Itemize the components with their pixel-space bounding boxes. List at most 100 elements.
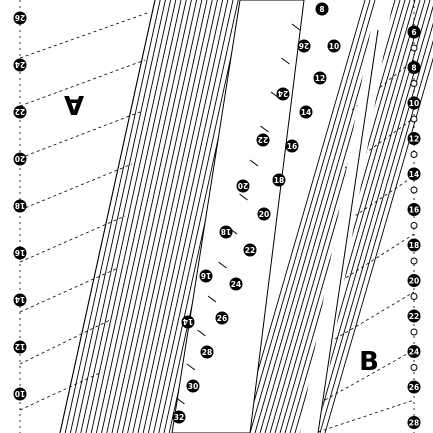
tick-4 bbox=[249, 159, 259, 167]
hatch-left-3 bbox=[75, 0, 172, 433]
marker-left-0-dot bbox=[13, 11, 27, 25]
marker-left-2: 22 bbox=[13, 105, 27, 119]
tick-8 bbox=[207, 295, 217, 303]
dashed-line-left-6 bbox=[19, 319, 111, 365]
marker-right-7-label: 20 bbox=[409, 277, 419, 286]
tick-6 bbox=[228, 227, 238, 235]
dashed-line-left-3 bbox=[19, 163, 133, 211]
marker-inner-rot-4-label: 18 bbox=[221, 227, 231, 236]
marker-inner-rot-0-dot bbox=[297, 39, 311, 53]
marker-inner-rot-4: 18 bbox=[219, 225, 233, 239]
marker-inner-rot-1-label: 24 bbox=[278, 89, 288, 98]
marker-inner-1: 10 bbox=[327, 39, 341, 53]
marker-inner-5-dot bbox=[272, 173, 286, 187]
marker-inner-1-dot bbox=[327, 39, 341, 53]
marker-inner-rot-6: 14 bbox=[181, 315, 195, 329]
marker-right-1-label: 8 bbox=[411, 64, 416, 73]
marker-inner-5: 18 bbox=[272, 173, 286, 187]
marker-right-0-label: 6 bbox=[411, 28, 416, 37]
marker-right-10: 26 bbox=[407, 380, 421, 394]
tick-3 bbox=[260, 125, 269, 133]
marker-inner-rot-5-label: 16 bbox=[201, 271, 211, 280]
marker-right-10-dot bbox=[407, 380, 421, 394]
hatch-right-3 bbox=[254, 0, 381, 433]
marker-right-9: 24 bbox=[407, 345, 421, 358]
tick-7 bbox=[218, 261, 227, 269]
marker-right-1: 8 bbox=[407, 61, 421, 74]
marker-inner-rot-6-label: 14 bbox=[183, 317, 193, 326]
region-label-b: B bbox=[359, 347, 379, 377]
marker-inner-3-label: 14 bbox=[301, 108, 311, 117]
hatch-left-17 bbox=[147, 0, 244, 433]
hatch-left-6 bbox=[90, 0, 187, 433]
marker-inner-12: 32 bbox=[172, 410, 186, 424]
marker-left-3: 20 bbox=[13, 152, 27, 166]
marker-inner-rot-2: 22 bbox=[256, 133, 270, 147]
marker-inner-6-label: 20 bbox=[259, 210, 269, 219]
marker-inner-6: 20 bbox=[257, 207, 271, 221]
tick-5 bbox=[239, 193, 248, 201]
marker-right-9-label: 24 bbox=[409, 348, 419, 357]
small-ring-right-2 bbox=[410, 115, 418, 123]
marker-inner-9: 26 bbox=[215, 311, 229, 325]
marker-right-6: 18 bbox=[407, 238, 421, 252]
marker-inner-8: 24 bbox=[229, 277, 243, 291]
dashed-line-right-6 bbox=[317, 399, 415, 433]
marker-right-3-label: 12 bbox=[409, 135, 419, 144]
marker-right-11-label: 28 bbox=[409, 419, 419, 428]
marker-inner-rot-2-dot bbox=[256, 133, 270, 147]
marker-inner-rot-5: 16 bbox=[199, 269, 213, 283]
marker-inner-6-dot bbox=[257, 207, 271, 221]
marker-right-4: 14 bbox=[407, 167, 421, 181]
tick-10 bbox=[186, 363, 196, 371]
marker-right-11-dot bbox=[407, 416, 421, 429]
hatch-right-15 bbox=[314, 22, 433, 433]
dashed-line-left-0 bbox=[19, 11, 151, 59]
marker-left-3-label: 20 bbox=[15, 154, 25, 163]
marker-right-7-dot bbox=[407, 274, 421, 287]
marker-right-0-dot bbox=[407, 25, 421, 39]
small-ring-right-1 bbox=[410, 80, 418, 87]
hatch-left-12 bbox=[121, 0, 218, 433]
marker-right-5: 16 bbox=[407, 203, 421, 216]
marker-right-3: 12 bbox=[407, 132, 421, 145]
marker-inner-9-dot bbox=[215, 311, 229, 325]
small-ring-right-8 bbox=[410, 328, 418, 336]
tick-9 bbox=[197, 329, 206, 337]
hatch-left-5 bbox=[85, 0, 182, 433]
marker-right-0: 6 bbox=[407, 25, 421, 39]
marker-inner-8-dot bbox=[229, 277, 243, 291]
marker-right-8-dot bbox=[407, 309, 421, 323]
marker-left-1-dot bbox=[13, 58, 27, 72]
marker-right-2: 10 bbox=[407, 96, 421, 110]
marker-inner-5-label: 18 bbox=[274, 176, 284, 185]
small-ring-right-9 bbox=[410, 364, 418, 371]
marker-inner-10: 28 bbox=[200, 345, 214, 359]
marker-inner-11: 30 bbox=[186, 379, 200, 393]
marker-left-7: 12 bbox=[13, 340, 27, 354]
marker-left-6-dot bbox=[13, 293, 27, 307]
marker-inner-rot-1: 24 bbox=[276, 87, 290, 101]
marker-inner-1-label: 10 bbox=[329, 42, 339, 51]
small-ring-right-4 bbox=[410, 186, 418, 194]
marker-left-2-dot bbox=[13, 105, 27, 119]
marker-inner-4-dot bbox=[285, 139, 299, 153]
band-edge-right bbox=[317, 29, 379, 433]
marker-left-7-label: 12 bbox=[15, 342, 25, 351]
marker-left-8-label: 10 bbox=[15, 389, 25, 398]
hatch-right-0 bbox=[239, 0, 366, 433]
marker-inner-4-label: 16 bbox=[287, 142, 297, 151]
marker-right-6-label: 18 bbox=[409, 241, 419, 250]
marker-left-7-dot bbox=[13, 340, 27, 354]
hatch-left-14 bbox=[132, 0, 229, 433]
marker-right-11: 28 bbox=[407, 416, 421, 429]
marker-inner-rot-5-dot bbox=[199, 269, 213, 283]
marker-inner-10-label: 28 bbox=[202, 348, 212, 357]
marker-left-4: 18 bbox=[13, 199, 27, 213]
marker-inner-0-dot bbox=[315, 2, 329, 16]
tick-0 bbox=[291, 23, 301, 31]
hatch-left-9 bbox=[106, 0, 203, 433]
hatch-right-1 bbox=[244, 0, 371, 433]
small-ring-right-7 bbox=[410, 293, 418, 300]
tick-2 bbox=[270, 91, 280, 99]
